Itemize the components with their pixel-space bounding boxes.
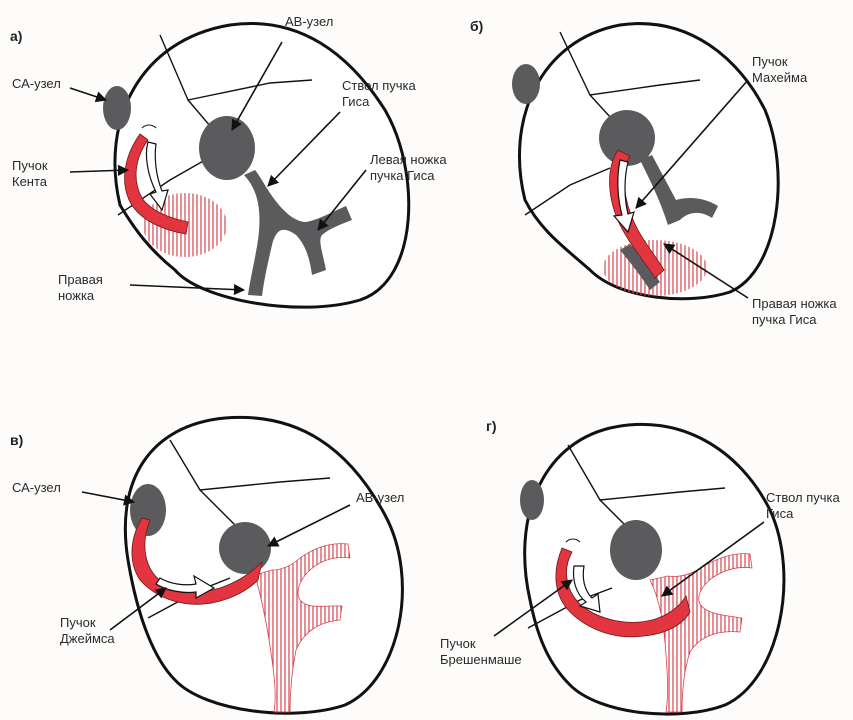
panel-g	[494, 424, 784, 714]
sa-node	[512, 64, 540, 104]
panel-letter-v: в)	[10, 432, 23, 448]
sa-node	[103, 86, 131, 130]
panel-a	[70, 23, 409, 307]
label-av-node: АВ-узел	[356, 490, 404, 506]
label-right-branch: Правая ножка пучка Гиса	[752, 296, 837, 328]
panel-b	[512, 24, 778, 299]
label-sa-node: СА-узел	[12, 76, 61, 92]
label-kent-bundle: Пучок Кента	[12, 158, 48, 190]
panel-v	[82, 417, 402, 713]
arrow-sa	[70, 88, 106, 100]
sa-node	[130, 484, 166, 536]
label-left-branch: Левая ножка пучка Гиса	[370, 152, 447, 184]
label-brechenmacher-bundle: Пучок Брешенмаше	[440, 636, 522, 668]
arrow-sa	[82, 492, 134, 502]
label-mahaim-bundle: Пучок Махейма	[752, 54, 807, 86]
av-node	[199, 116, 255, 180]
panel-letter-g: г)	[486, 418, 497, 434]
sa-node	[520, 480, 544, 520]
av-node	[610, 520, 662, 580]
label-james-bundle: Пучок Джеймса	[60, 615, 115, 647]
label-sa-node: СА-узел	[12, 480, 61, 496]
panel-letter-a: а)	[10, 28, 22, 44]
label-his-trunk: Ствол пучка Гиса	[766, 490, 840, 522]
label-av-node: АВ-узел	[285, 14, 333, 30]
panel-letter-b: б)	[470, 18, 483, 34]
av-node	[219, 522, 271, 574]
label-his-trunk: Ствол пучка Гиса	[342, 78, 416, 110]
label-right-branch: Правая ножка	[58, 272, 103, 304]
